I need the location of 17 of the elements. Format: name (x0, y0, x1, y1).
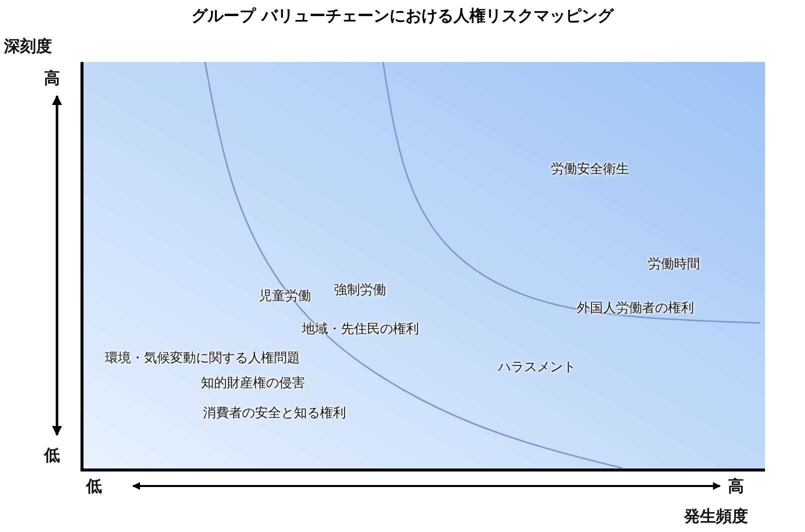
risk-label: 環境・気候変動に関する人権問題 (105, 351, 300, 367)
axis-end-label: 低 (86, 476, 102, 496)
risk-label: 地域・先住民の権利 (302, 322, 419, 338)
axis-title: 発生頻度 (684, 506, 748, 526)
risk-label: 知的財産権の侵害 (201, 376, 305, 392)
risk-label: 消費者の安全と知る権利 (203, 406, 346, 422)
risk-label: 労働時間 (648, 257, 700, 273)
axis-title: 深刻度 (4, 36, 52, 56)
risk-label: 児童労働 (259, 289, 311, 305)
risk-label: ハラスメント (498, 360, 576, 376)
axis-end-label: 高 (728, 476, 744, 496)
risk-label: 外国人労働者の権利 (577, 301, 694, 317)
risk-label: 強制労働 (334, 283, 386, 299)
axis-end-label: 低 (44, 446, 60, 464)
chart-title: グループ バリューチェーンにおける人権リスクマッピング (190, 6, 615, 27)
risk-label: 労働安全衛生 (551, 162, 629, 178)
axis-end-label: 高 (44, 68, 60, 88)
